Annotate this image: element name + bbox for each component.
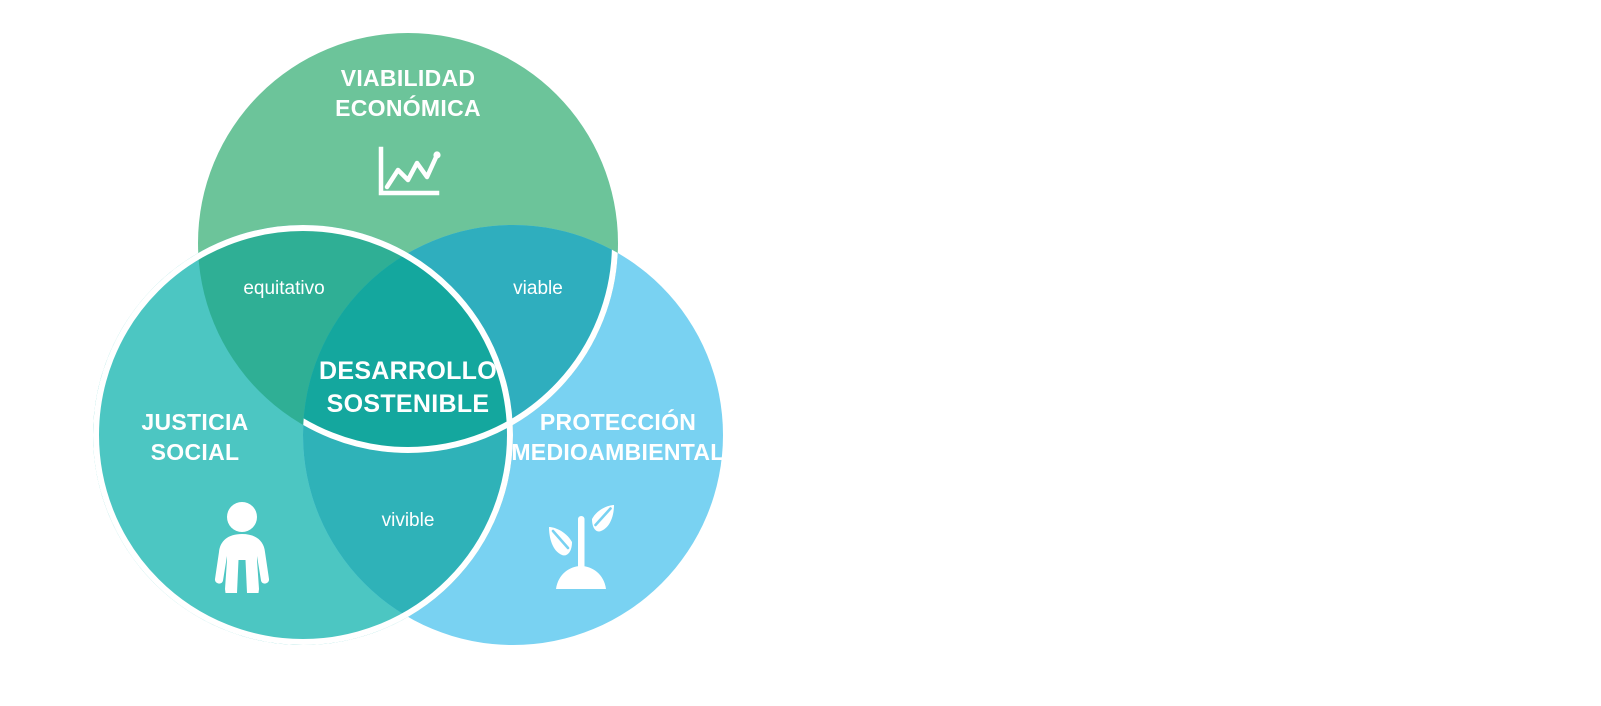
label-vivible: vivible bbox=[382, 510, 435, 531]
label-desarrollo-sostenible-line2: SOSTENIBLE bbox=[327, 390, 490, 418]
sprout-icon bbox=[549, 505, 614, 589]
label-viabilidad-economica-line1: VIABILIDAD bbox=[341, 65, 476, 91]
label-equitativo: equitativo bbox=[243, 278, 324, 299]
line-chart-icon bbox=[378, 146, 441, 196]
label-proteccion-medioambiental-line1: PROTECCIÓN bbox=[540, 408, 696, 435]
label-justicia-social-line1: JUSTICIA bbox=[141, 409, 248, 435]
label-desarrollo-sostenible-line1: DESARROLLO bbox=[319, 357, 497, 385]
overlap-region-desarrollo-sostenible[interactable] bbox=[303, 225, 723, 645]
label-justicia-social-line2: SOCIAL bbox=[151, 439, 240, 465]
person-icon bbox=[214, 502, 270, 593]
label-viable: viable bbox=[513, 278, 563, 299]
circle-outline-justicia-social bbox=[93, 225, 513, 645]
label-viabilidad-economica-line2: ECONÓMICA bbox=[335, 94, 481, 121]
label-proteccion-medioambiental-line2: MEDIOAMBIENTAL bbox=[511, 439, 724, 465]
